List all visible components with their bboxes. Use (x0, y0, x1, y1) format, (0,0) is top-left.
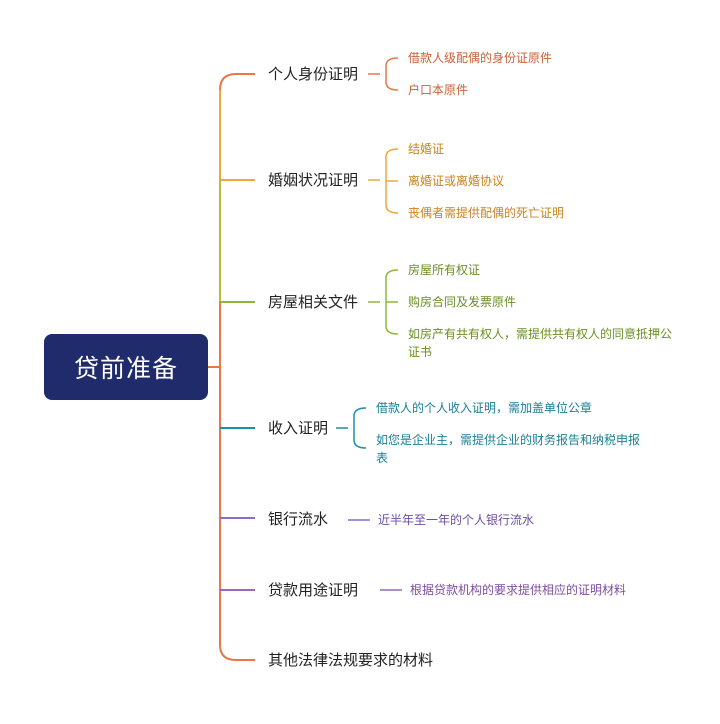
leaf-marriage-cert[interactable]: 结婚证 (408, 142, 445, 156)
leaf-bank-statement[interactable]: 近半年至一年的个人银行流水 (378, 513, 535, 527)
leaf-death-cert[interactable]: 丧偶者需提供配偶的死亡证明 (408, 206, 565, 220)
leaf-divorce-cert[interactable]: 离婚证或离婚协议 (408, 174, 505, 188)
leaf-purpose-proof[interactable]: 根据贷款机构的要求提供相应的证明材料 (410, 583, 627, 597)
branch-marriage[interactable]: 婚姻状况证明 (268, 171, 359, 189)
root-node[interactable]: 贷前准备 (44, 334, 208, 400)
leaf-business-owner[interactable]: 如您是企业主，需提供企业的财务报告和纳税申报表 (376, 433, 641, 465)
leaf-identity-card[interactable]: 借款人级配偶的身份证原件 (408, 51, 553, 65)
branch-other[interactable]: 其他法律法规要求的材料 (268, 651, 434, 669)
leaf-household-register[interactable]: 户口本原件 (408, 83, 469, 97)
branch-property[interactable]: 房屋相关文件 (268, 293, 359, 311)
branch-identity[interactable]: 个人身份证明 (268, 65, 359, 83)
branch-bank-statement[interactable]: 银行流水 (268, 510, 329, 528)
branch-loan-purpose[interactable]: 贷款用途证明 (268, 581, 359, 599)
leaf-property-cert[interactable]: 房屋所有权证 (408, 263, 481, 277)
leaf-income-proof[interactable]: 借款人的个人收入证明，需加盖单位公章 (376, 401, 593, 415)
leaf-purchase-contract[interactable]: 购房合同及发票原件 (408, 295, 517, 309)
leaf-co-owner-consent[interactable]: 如房产有共有权人，需提供共有权人的同意抵押公证书 (408, 327, 673, 359)
branch-income[interactable]: 收入证明 (268, 419, 329, 437)
